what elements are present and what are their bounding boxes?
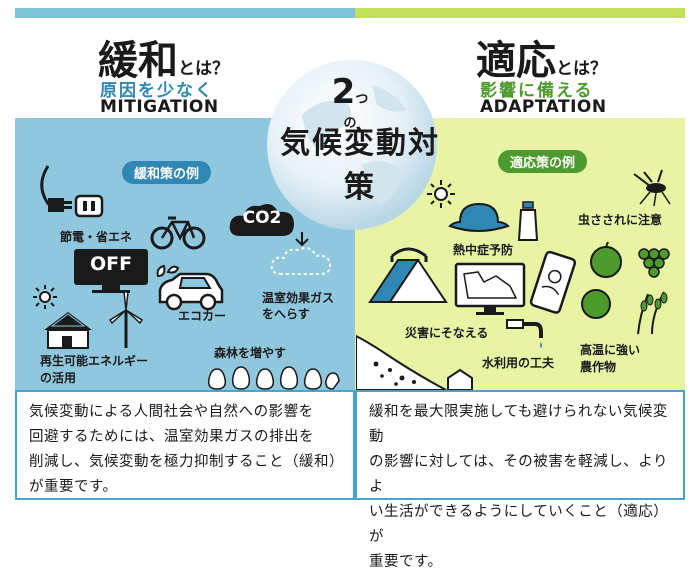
insects-label: 虫さされに注意 [578, 213, 663, 227]
mitigation-description: 気候変動による人間社会や自然への影響を 回避するためには、温室効果ガスの排出を … [17, 392, 353, 508]
center-title: 気候変動対策 [280, 126, 440, 205]
mitigation-toha: とは？ [178, 59, 229, 79]
sun-icon [33, 285, 57, 309]
co2-text: CO2 [242, 208, 282, 228]
adaptation-english: ADAPTATION [480, 97, 607, 117]
mitigation-top-bar [15, 8, 355, 18]
adaptation-description: 緩和を最大限実施しても避けられない気候変動 の影響に対しては、その被害を軽減し、… [357, 392, 683, 583]
adaptation-description-line: 緩和を最大限実施しても避けられない気候変動 [369, 404, 668, 445]
adaptation-description-box: 緩和を最大限実施しても避けられない気候変動 の影響に対しては、その被害を軽減し、… [355, 390, 685, 570]
heatstroke-label: 熱中症予防 [453, 243, 514, 257]
forest-trees-icon [207, 366, 340, 390]
wind-turbine-icon [108, 291, 144, 348]
adaptation-heading: 適応とは？ [476, 28, 607, 86]
smartphone-icon [529, 250, 576, 314]
water-bottle-icon [517, 201, 539, 241]
crops-label-line2: 農作物 [580, 360, 617, 374]
adaptation-description-line: 重要です。 [369, 554, 443, 570]
hazard-map-monitor-icon [454, 262, 526, 315]
reduced-gas-cloud-icon [270, 232, 332, 275]
center-number-group: 2つの [328, 72, 372, 131]
crops-icon [581, 289, 668, 335]
landslide-icon [356, 334, 473, 390]
mitigation-description-line: が重要です。 [29, 479, 118, 495]
solar-house-icon [44, 312, 92, 349]
adaptation-examples-label: 適応策の例 [498, 150, 588, 173]
crops-label-line1: 高温に強い [580, 343, 641, 357]
off-text: OFF [89, 253, 133, 275]
mitigation-subtitle: 原因を少なく [100, 81, 214, 101]
tv-off-icon [74, 249, 148, 293]
mitigation-english: MITIGATION [100, 97, 219, 117]
adaptation-description-line: い生活ができるようにしていくこと（適応）が [369, 504, 669, 545]
mitigation-description-line: 削減し、気候変動を極力抑制すること（緩和） [29, 454, 344, 470]
faucet-icon [506, 319, 543, 348]
water-use-label: 水利用の工夫 [482, 356, 555, 370]
renewable-label-line1: 再生可能エネルギー [40, 354, 149, 368]
eco-car-label: エコカー [178, 309, 227, 323]
adaptation-title: 適応 [476, 38, 556, 84]
fruits-icon [590, 241, 670, 278]
power-saving-label: 節電・省エネ [60, 230, 133, 244]
mitigation-description-line: 気候変動による人間社会や自然への影響を [29, 404, 314, 420]
bicycle-icon [150, 216, 206, 250]
mitigation-title: 緩和 [98, 38, 178, 84]
ghg-label-line2: をへらす [262, 307, 310, 321]
disaster-label: 災害にそなえる [405, 326, 489, 340]
renewable-label-line2: の活用 [40, 371, 77, 385]
ghg-label-line1: 温室効果ガス [262, 291, 335, 305]
mosquito-icon [633, 169, 671, 207]
adaptation-top-bar [355, 8, 685, 18]
mitigation-description-line: 回避するためには、温室効果ガスの排出を [29, 429, 314, 445]
globe-illustration [267, 60, 437, 230]
forest-label: 森林を増やす [214, 346, 287, 360]
mitigation-heading: 緩和とは？ [98, 28, 229, 86]
center-number: 2 [331, 72, 356, 112]
mitigation-description-box: 気候変動による人間社会や自然への影響を 回避するためには、温室効果ガスの排出を … [15, 390, 355, 500]
plug-icon [40, 165, 104, 218]
adaptation-toha: とは？ [556, 59, 607, 79]
mitigation-examples-label: 緩和策の例 [122, 161, 212, 184]
adaptation-subtitle: 影響に備える [480, 81, 594, 101]
adaptation-description-line: の影響に対しては、その被害を軽減し、よりよ [369, 454, 668, 495]
right-sun-icon [427, 180, 455, 208]
levee-bridge-icon [368, 247, 448, 303]
hat-icon [448, 202, 510, 232]
co2-cloud-icon [229, 204, 294, 236]
eco-car-icon [156, 264, 224, 311]
center-tsu: つの [343, 92, 369, 131]
